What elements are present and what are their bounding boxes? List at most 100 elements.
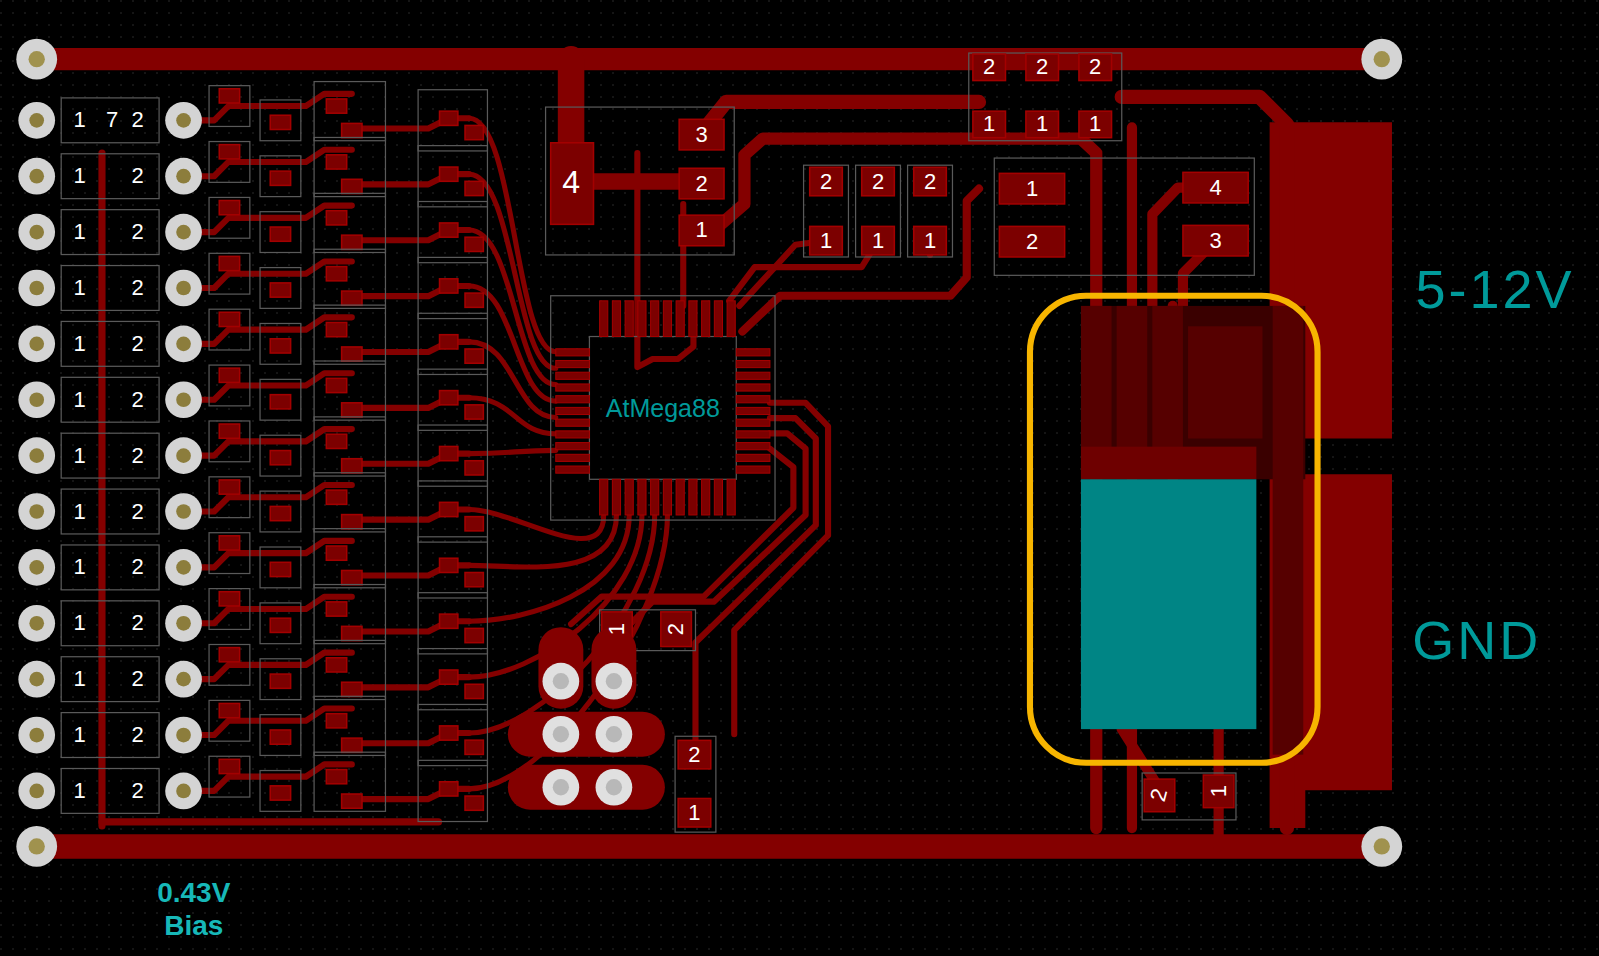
through-hole [18,214,55,251]
silkscreen-outline [804,165,849,257]
pin-number: 3 [1209,230,1221,252]
drill-center [606,779,622,795]
silkscreen-outline [314,193,385,252]
smd-pad [440,782,458,796]
silkscreen-outline [418,760,487,821]
silkscreen-outline [209,477,250,518]
smd-pad [342,794,362,808]
drill-center [176,448,191,463]
drill-center [553,673,569,689]
drill-center [553,779,569,795]
silkscreen-outline [61,657,159,702]
smd-pad [465,740,483,754]
pin-number: 2 [132,109,144,131]
smd-pad [914,167,947,196]
pin-number: 1 [73,501,85,523]
chip-pin [612,479,620,515]
drill-center [29,728,44,743]
silkscreen-outline [418,90,487,151]
silkscreen-outline [418,425,487,486]
smd-pad [678,798,711,827]
smd-pad [1079,111,1112,138]
drill-center [29,616,44,631]
smd-pad [326,546,346,560]
chip-pin [689,479,697,515]
silkscreen-outline [260,212,301,253]
smd-pad [342,515,362,529]
chip-pin [556,431,590,438]
pin-number: 2 [132,333,144,355]
copper-trace [102,818,439,825]
silkscreen-outline [418,481,487,542]
silkscreen-outline [260,268,301,309]
pin-number: 2 [132,780,144,802]
chip-pin [663,479,671,515]
chip-pin [556,454,590,461]
drill-center [606,726,622,742]
smd-pad [342,459,362,473]
chip-pin [736,396,770,403]
smd-pad [270,395,290,409]
silkscreen-outline [209,421,250,462]
drill-center [29,784,44,799]
smd-pad [326,434,346,448]
through-hole [165,214,202,251]
smd-pad [440,223,458,237]
smd-pad [679,168,724,199]
silkscreen-outline [418,313,487,374]
smd-pad [270,451,290,465]
pin-number: 2 [132,724,144,746]
smd-pad [440,279,458,293]
silkscreen-outline [61,321,159,366]
chip-pin [556,349,590,356]
silkscreen-outline [418,704,487,765]
copper-trace [469,515,667,789]
smd-pad [679,119,724,150]
chip-pin [689,301,697,337]
smd-pad [1026,54,1059,81]
smd-pad [999,173,1064,204]
copper-trace [469,509,604,538]
drill-center [1374,838,1390,854]
pin-number: 2 [132,165,144,187]
through-hole [18,661,55,698]
silkscreen-outline [209,86,250,127]
silkscreen-outline [61,377,159,422]
through-hole [18,270,55,307]
power-label: 5-12V [1415,262,1574,316]
smd-pad [342,347,362,361]
hidden-pad [1188,326,1262,438]
smd-pad [270,339,290,353]
pin-number: 2 [1026,231,1038,253]
chip-pin [736,349,770,356]
copper-trace [558,59,585,153]
silkscreen-outline [314,361,385,420]
copper-trace [469,515,655,733]
smd-pad [465,572,483,586]
drill-center [176,616,191,631]
chip-pin [676,479,684,515]
smd-pad [440,558,458,572]
hidden-pad [1081,447,1256,480]
chip-pin [556,407,590,414]
smd-pad [342,738,362,752]
smd-pad [465,181,483,195]
header-hole [596,716,633,753]
smd-pad [270,171,290,185]
chip-pin [612,301,620,337]
through-hole [165,773,202,810]
chip-pin [556,384,590,391]
smd-pad [440,111,458,125]
pin-number: 2 [132,445,144,467]
smd-pad [440,614,458,628]
header-pad [538,627,583,709]
hidden-layer [1081,306,1305,479]
through-hole [165,717,202,754]
silkscreen-outline [418,202,487,263]
drill-center [176,337,191,352]
smd-pad [440,670,458,684]
drill-center [176,225,191,240]
smd-pad [465,461,483,475]
